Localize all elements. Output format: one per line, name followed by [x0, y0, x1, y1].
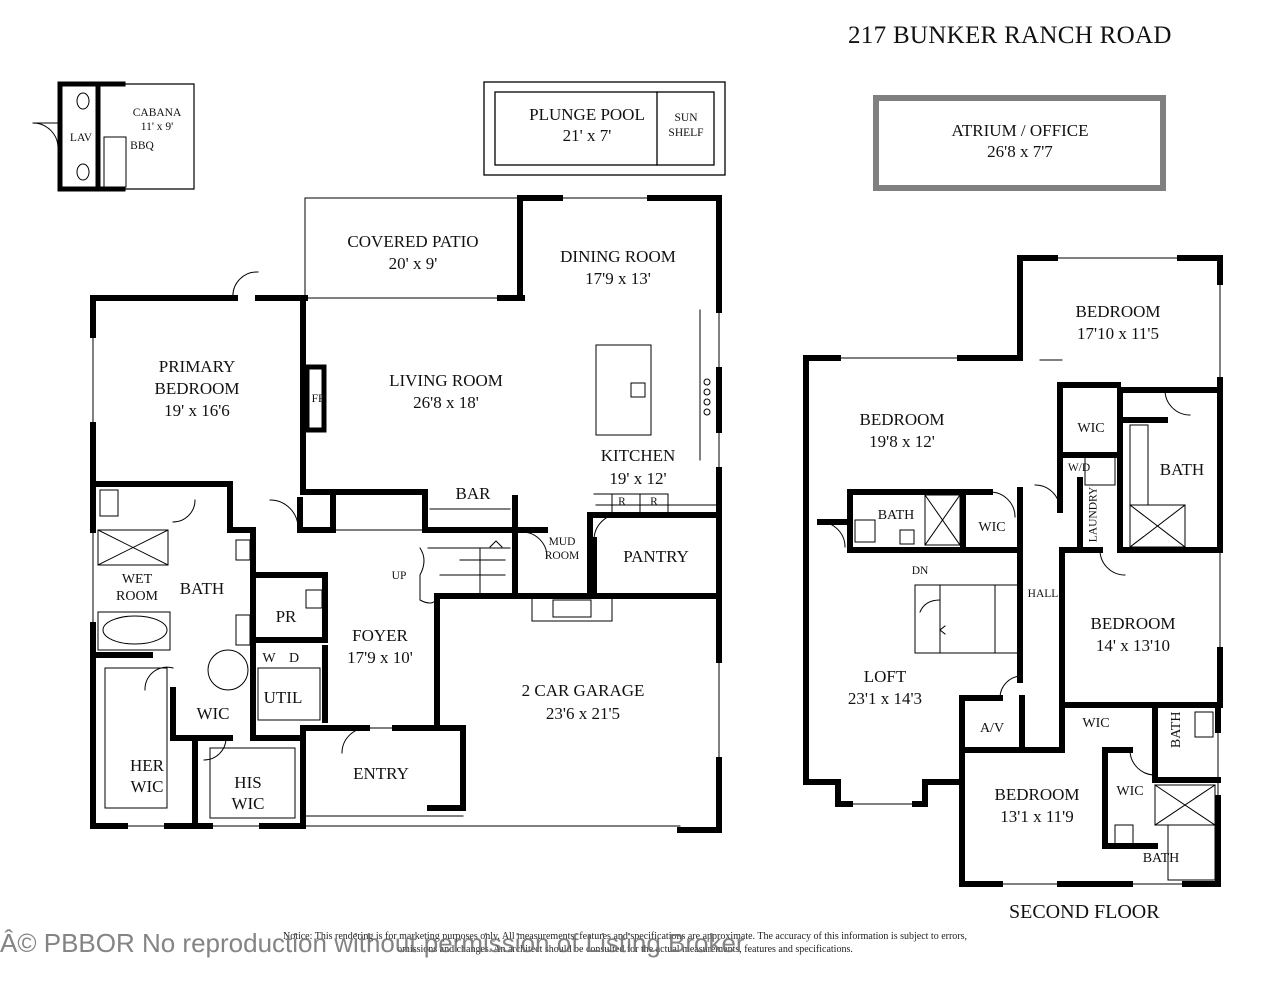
bedroom-e-dims: 14' x 13'10 [1095, 636, 1171, 655]
pantry-label: PANTRY [623, 547, 689, 566]
wic-w-label: WIC [978, 520, 1006, 535]
stairs-down-label: DN [911, 565, 929, 577]
her-wic-line1: HER [130, 756, 164, 775]
loft-dims: 23'1 x 14'3 [847, 689, 923, 708]
dryer-label: D [288, 651, 300, 666]
second-floor-exterior-walls [803, 255, 1223, 887]
pool-name-label: PLUNGE POOL [529, 105, 645, 124]
powder-room-label: PR [275, 607, 297, 626]
dining-room-dims: 17'9 x 13' [585, 269, 651, 288]
kitchen-name: KITCHEN [600, 446, 676, 465]
bedroom-e-name: BEDROOM [1090, 614, 1176, 633]
kitchen-dims: 19' x 12' [609, 469, 667, 488]
hall-label: HALL [1027, 588, 1059, 600]
bath-s-label: BATH [1142, 851, 1180, 866]
stairs-up-label: UP [391, 570, 407, 582]
sun-shelf-label-1: SUN [674, 112, 698, 124]
living-room-name: LIVING ROOM [389, 371, 503, 390]
primary-bedroom-line1: PRIMARY [158, 357, 236, 376]
bar-label: BAR [455, 484, 491, 503]
wic-s-label: WIC [1116, 784, 1144, 799]
cabana-lav-label: LAV [69, 132, 93, 144]
dining-room-name: DINING ROOM [560, 247, 676, 266]
property-title: 217 BUNKER RANCH ROAD [848, 22, 1172, 49]
cabana-bbq-label: BBQ [130, 140, 154, 152]
wic-ne-label: WIC [1077, 421, 1105, 436]
living-room-dims: 26'8 x 18' [413, 393, 479, 412]
foyer-name: FOYER [352, 626, 408, 645]
bedroom-ne-dims: 17'10 x 11'5 [1077, 324, 1159, 343]
primary-bath-label: BATH [179, 579, 225, 598]
foyer-dims: 17'9 x 10' [347, 648, 413, 667]
second-floor-title: SECOND FLOOR [1009, 901, 1160, 923]
bedroom-ne-name: BEDROOM [1075, 302, 1161, 321]
fridge-r2-label: R [650, 496, 658, 508]
covered-patio-dims: 20' x 9' [388, 254, 438, 273]
wet-room-line1: WET [121, 572, 153, 587]
entry-label: ENTRY [353, 764, 409, 783]
fireplace-label: FP [311, 393, 325, 405]
cabana-name-label: CABANA [132, 107, 182, 119]
fridge-r1-label: R [618, 496, 626, 508]
bedroom-s-name: BEDROOM [994, 785, 1080, 804]
loft-name: LOFT [863, 667, 907, 686]
pool-dims-label: 21' x 7' [562, 126, 612, 145]
cabana-dims-label: 11' x 9' [140, 121, 174, 133]
mud-room-line2: ROOM [544, 550, 580, 562]
bedroom-s-dims: 13'1 x 11'9 [1000, 807, 1074, 826]
bedroom-w-name: BEDROOM [859, 410, 945, 429]
wic-e-label: WIC [1082, 716, 1110, 731]
primary-bedroom-dims: 19' x 16'6 [164, 401, 230, 420]
first-floor-exterior-walls [90, 195, 722, 833]
her-wic-line2: WIC [130, 777, 164, 796]
primary-wic-label: WIC [196, 704, 230, 723]
pool-outline [483, 81, 726, 176]
second-floor-thin-lines [819, 257, 1221, 885]
atrium-box [873, 95, 1166, 191]
wd-label: W/D [1067, 462, 1091, 474]
his-wic-line2: WIC [231, 794, 265, 813]
bath-ne-label: BATH [1159, 460, 1205, 479]
bath-w-label: BATH [877, 508, 915, 523]
fireplace [304, 364, 327, 433]
first-floor-thin-lines [92, 197, 720, 827]
cabana-open-sides [122, 83, 195, 190]
cabana-walls [57, 81, 126, 192]
disclaimer-notice: Notice: This rendering is for marketing … [282, 931, 968, 955]
bath-e-label: BATH [1169, 711, 1185, 749]
mud-room-line1: MUD [548, 536, 576, 548]
utility-label: UTIL [263, 688, 303, 707]
laundry-label: LAUNDRY [1087, 486, 1100, 543]
sun-shelf-label-2: SHELF [668, 127, 704, 139]
bedroom-w-dims: 19'8 x 12' [869, 432, 935, 451]
wet-room-line2: ROOM [115, 589, 159, 604]
atrium-dims-label: 26'8 x 7'7 [987, 142, 1053, 161]
garage-name: 2 CAR GARAGE [521, 681, 645, 700]
washer-label: W [262, 651, 276, 666]
covered-patio-name: COVERED PATIO [347, 232, 479, 251]
primary-bedroom-line2: BEDROOM [154, 379, 240, 398]
his-wic-line1: HIS [234, 773, 262, 792]
garage-dims: 23'6 x 21'5 [545, 704, 621, 723]
atrium-name-label: ATRIUM / OFFICE [951, 121, 1089, 140]
av-label: A/V [979, 721, 1005, 736]
watermark: Â© PBBOR No reproduction without permiss… [0, 928, 745, 958]
